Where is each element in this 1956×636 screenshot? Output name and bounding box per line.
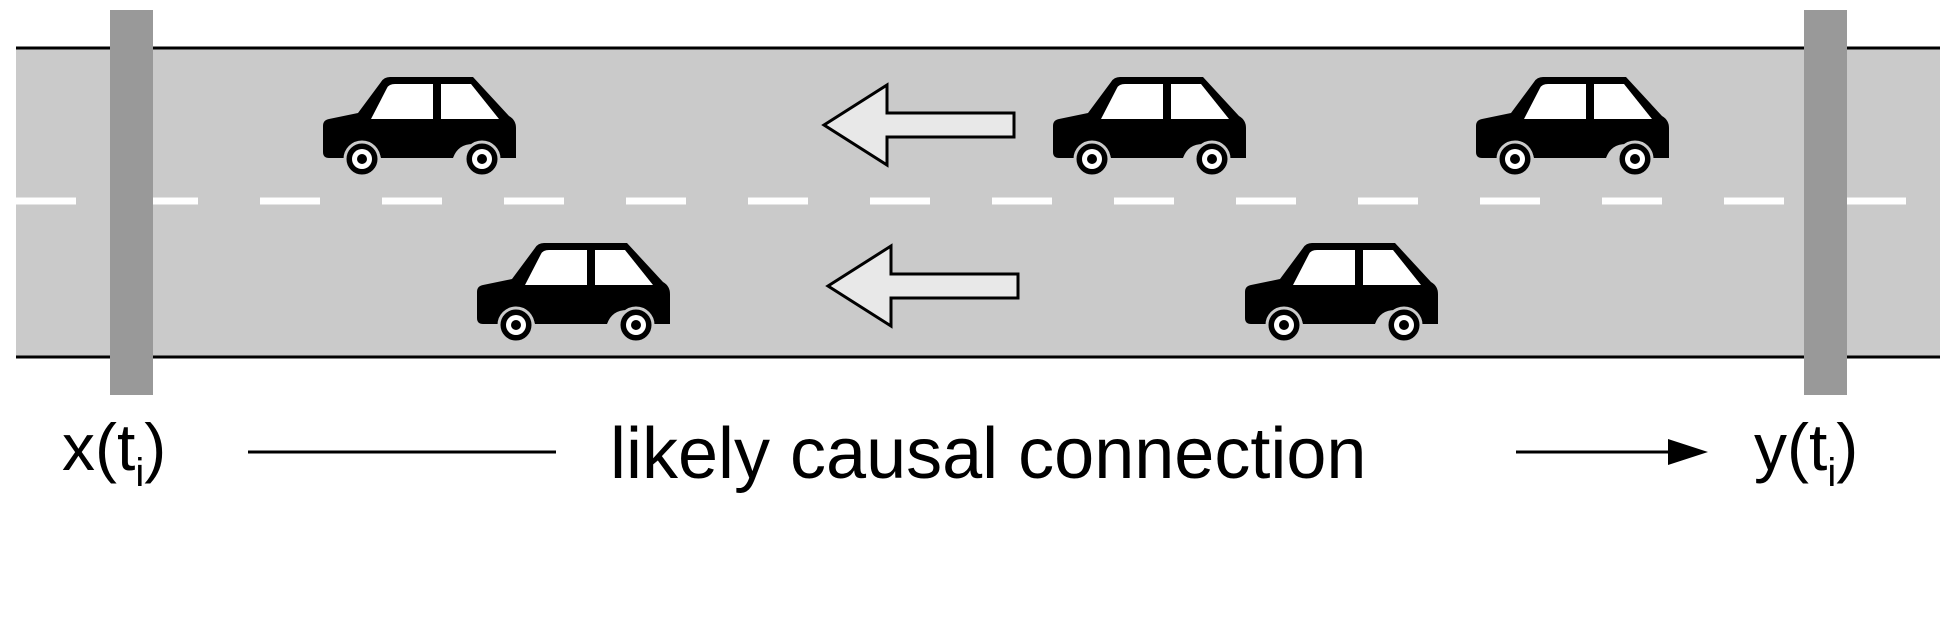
connection-label: likely causal connection — [610, 414, 1366, 494]
sensor-x-label: x(ti) — [62, 410, 166, 495]
right-arrow-icon — [1516, 439, 1708, 465]
sensor-y-label: y(ti) — [1754, 410, 1858, 495]
sensor-x-bar — [110, 10, 153, 395]
sensor-y-bar — [1804, 10, 1847, 395]
